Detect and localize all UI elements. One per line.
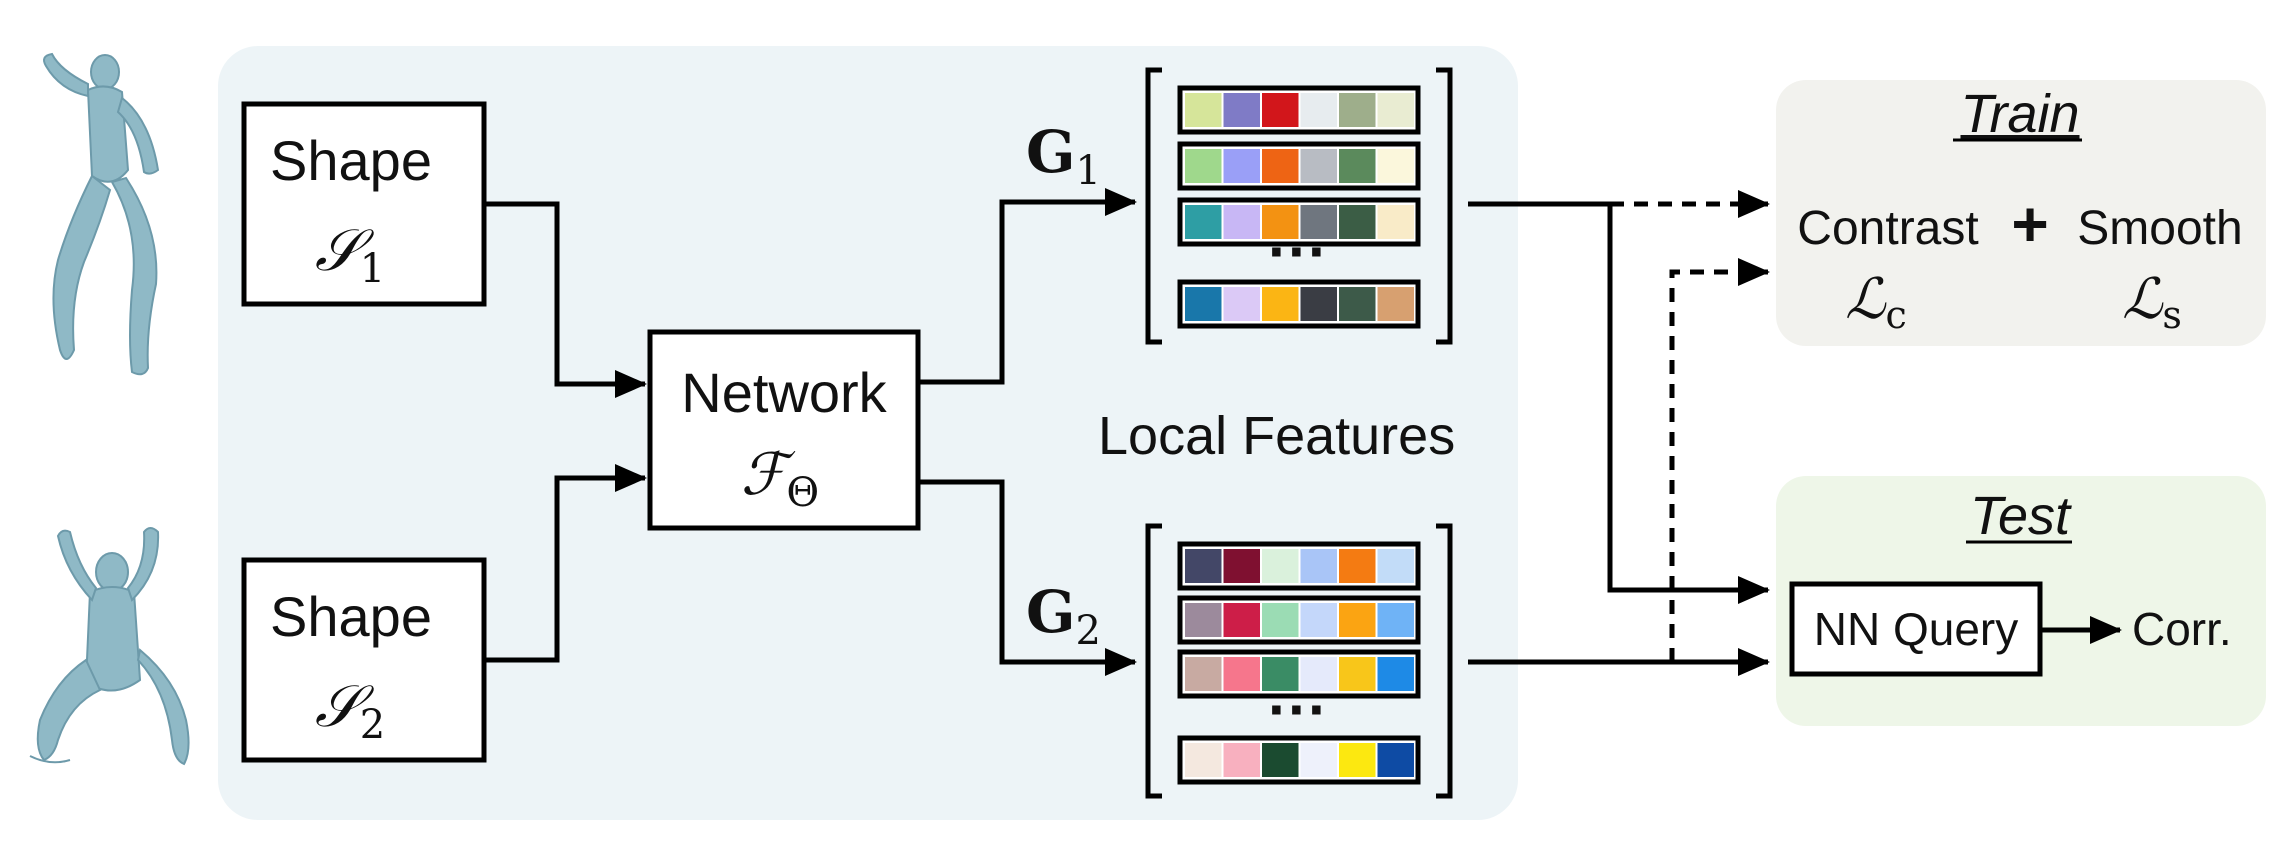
arrow-g1-test [1468,201,1770,604]
g2-feature-cell [1339,743,1376,777]
g2-feature-cell [1300,603,1337,637]
g2-feature-cell [1377,603,1414,637]
g1-label: G1 [1026,118,1101,194]
g1-feature-cell [1339,287,1376,321]
g1-feature-cell [1300,149,1337,183]
train-plus: + [2011,188,2048,260]
g2-feature-rows [1177,541,1421,785]
arrow-network-g2 [920,479,1137,676]
g1-feature-cell [1262,149,1299,183]
shape1-box [241,101,487,307]
g2-feature-cell [1339,657,1376,691]
g1-feature-cell [1300,93,1337,127]
shape1-title: Shape [270,129,432,192]
test-title: Test [1970,486,2072,546]
loss-smooth-symbol: ℒs [2122,267,2182,337]
local-features-label: Local Features [1098,406,1455,466]
g2-feature-cell [1185,743,1222,777]
human-figure-1 [43,52,160,376]
nn-query-label: NN Query [1814,603,2018,655]
shape1-symbol: 𝒮1 [315,216,385,292]
shape2-box [241,557,487,763]
loss-contrast-symbol: ℒc [1845,267,1907,337]
g1-feature-cell [1223,205,1260,239]
shape2-title: Shape [270,585,432,648]
g2-feature-cell [1185,657,1222,691]
train-title: Train [1960,84,2079,144]
train-panel [1776,80,2266,346]
train-contrast: Contrast [1797,202,1978,255]
g1-feature-cell [1377,205,1414,239]
arrow-network-g1 [920,188,1137,385]
g1-feature-cell [1339,93,1376,127]
g2-label: G2 [1026,578,1101,654]
g1-feature-cell [1262,205,1299,239]
g1-feature-cell [1262,287,1299,321]
g1-feature-cell [1223,149,1260,183]
g1-feature-cell [1300,205,1337,239]
g2-feature-cell [1339,549,1376,583]
network-title: Network [681,361,887,424]
g2-feature-cell [1223,657,1260,691]
g1-feature-cell [1185,287,1222,321]
g2-feature-cell [1185,603,1222,637]
corr-label: Corr. [2132,603,2232,655]
g2-ellipsis: ··· [1268,676,1328,743]
human-figure-2 [29,527,190,766]
g2-left-bracket [1145,523,1162,799]
train-smooth: Smooth [2077,202,2242,255]
g1-feature-cell [1185,149,1222,183]
g2-right-bracket [1436,523,1453,799]
g2-feature-cell [1339,603,1376,637]
g2-feature-cell [1262,743,1299,777]
g1-feature-cell [1262,93,1299,127]
g2-feature-cell [1185,549,1222,583]
g2-feature-cell [1377,549,1414,583]
g1-feature-cell [1185,93,1222,127]
g2-feature-cell [1300,657,1337,691]
g2-feature-cell [1300,549,1337,583]
network-box [647,329,921,531]
g1-feature-cell [1339,205,1376,239]
g2-feature-cell [1262,657,1299,691]
g2-feature-cell [1223,603,1260,637]
g1-feature-cell [1339,149,1376,183]
g2-feature-cell [1223,549,1260,583]
g2-feature-cell [1377,743,1414,777]
nn-query-box [1789,581,2043,677]
g1-feature-rows [1177,85,1421,329]
g1-right-bracket [1436,67,1453,345]
g1-feature-cell [1377,149,1414,183]
arrow-shape2-network [486,464,647,663]
g1-left-bracket [1145,67,1162,345]
g1-feature-cell [1223,93,1260,127]
arrow-shape1-network [486,201,647,398]
g1-ellipsis: ··· [1268,218,1328,285]
g2-feature-cell [1262,549,1299,583]
g2-feature-cell [1262,603,1299,637]
g1-feature-cell [1300,287,1337,321]
arrow-g2-train [1669,258,1770,662]
g2-feature-cell [1223,743,1260,777]
g2-feature-cell [1300,743,1337,777]
g1-feature-cell [1223,287,1260,321]
g1-feature-cell [1377,93,1414,127]
g2-feature-cell [1377,657,1414,691]
g1-feature-cell [1185,205,1222,239]
g1-feature-cell [1377,287,1414,321]
